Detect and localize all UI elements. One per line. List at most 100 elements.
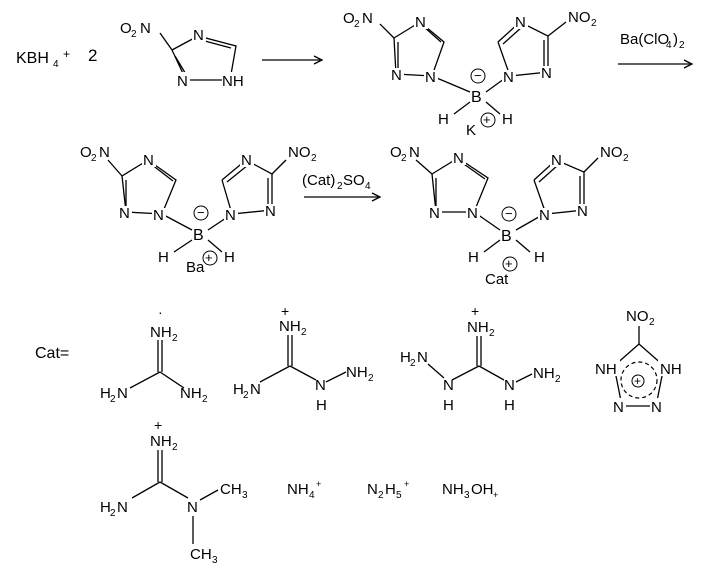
guanidinium-cation: · NH 2 H 2 N NH 2 <box>100 304 208 405</box>
atom-label: 2 <box>243 390 249 401</box>
atom-label: · <box>158 304 163 320</box>
atom-label: N <box>362 10 373 27</box>
atom-label: + <box>281 303 289 319</box>
atom-label: 2 <box>110 508 116 519</box>
atom-label: H <box>400 349 411 366</box>
stoich-coefficient: 2 <box>88 46 97 65</box>
atom-label: 2 <box>591 18 597 29</box>
atom-label: NH <box>150 433 172 450</box>
atom-label: N <box>467 205 478 222</box>
atom-label: 2 <box>354 19 360 30</box>
atom-label: O <box>80 144 92 161</box>
hydroxylammonium-cation: NH 3 OH + <box>442 481 498 501</box>
atom-label: N <box>453 150 464 167</box>
atom-label: O <box>390 144 402 161</box>
nitro-group: O <box>120 20 132 37</box>
atom-label: NH <box>279 318 301 335</box>
atom-label: Cat <box>485 271 509 288</box>
atom-label: NH <box>346 364 368 381</box>
atom-label: 2 <box>202 394 208 405</box>
atom-label: N <box>651 399 662 416</box>
nitrotetrazolium-cation: NO 2 + NH NH N N <box>595 308 682 416</box>
atom-label: 2 <box>172 442 178 453</box>
arrow-3-head <box>371 192 382 202</box>
atom-label: H <box>502 111 513 128</box>
atom-label: 2 <box>555 374 561 385</box>
atom-label: H <box>316 397 327 414</box>
atom-label: NH <box>287 481 309 498</box>
atom-label: + <box>493 490 498 500</box>
atom-label: NH <box>442 481 464 498</box>
atom-label: N <box>225 207 236 224</box>
atom-label: N <box>577 203 588 220</box>
atom-label: 2 <box>368 373 374 384</box>
arrow-2-head <box>683 59 694 69</box>
atom-label: N <box>367 481 378 498</box>
atom-label: N <box>187 499 198 516</box>
boron-atom: B <box>471 89 482 106</box>
atom-label: 2 <box>110 394 116 405</box>
atom-label: H <box>233 381 244 398</box>
atom-label: 2 <box>131 29 137 40</box>
atom-label: N <box>250 381 261 398</box>
atom-label: 3 <box>464 490 470 501</box>
atom-label: N <box>515 14 526 31</box>
atom-label: + <box>483 112 491 127</box>
atom-label: N <box>613 399 624 416</box>
atom-label: B <box>501 228 512 245</box>
atom-label: NH <box>150 324 172 341</box>
atom-label: K <box>466 122 476 139</box>
atom-label: O <box>343 10 355 27</box>
atom-label: 2 <box>311 153 317 164</box>
atom-label: N <box>140 20 151 37</box>
atom-label: NO <box>568 9 591 26</box>
atom-label: + <box>205 250 213 265</box>
atom-label: N <box>539 207 550 224</box>
dimethylguanidinium-cation: + NH 2 H 2 N N CH 3 CH 3 <box>100 417 248 566</box>
atom-label: H <box>504 397 515 414</box>
atom-label: + <box>404 479 409 489</box>
atom-label: NO <box>626 308 649 325</box>
atom-label: N <box>265 203 276 220</box>
reagent-kbh4: KBH 4 + 2 <box>16 46 97 70</box>
diaminoguanidinium-cation: + NH 2 H 2 N N H N H NH 2 <box>400 303 561 414</box>
atom-label: N <box>503 69 514 86</box>
atom-label: − <box>505 206 513 221</box>
ammonium-cation: NH 4 + <box>287 479 321 501</box>
atom-label: N <box>409 144 420 161</box>
kbh4-sub: 4 <box>53 59 59 70</box>
atom-label: N <box>241 152 252 169</box>
atom-label: + <box>154 417 162 433</box>
atom-label: B <box>193 227 204 244</box>
atom-label: + <box>634 374 641 388</box>
arrow-2-label: Ba(ClO <box>620 31 669 48</box>
atom-label: H <box>385 481 396 498</box>
atom-label: H <box>100 499 111 516</box>
atom-label: N <box>417 349 428 366</box>
atom-label: N <box>541 65 552 82</box>
aminoguanidinium-cation: + NH 2 H 2 N N H NH 2 <box>233 303 374 414</box>
atom-label: NH <box>533 365 555 382</box>
atom-label: N <box>99 144 110 161</box>
atom-label: NH <box>180 385 202 402</box>
atom-label: N <box>415 14 426 31</box>
atom-label: N <box>143 152 154 169</box>
kbh4-label: KBH <box>16 50 49 67</box>
hydrazinium-cation: N 2 H 5 + <box>367 479 409 501</box>
atom-label: N <box>193 27 204 44</box>
atom-label: 2 <box>401 153 407 164</box>
atom-label: H <box>100 385 111 402</box>
atom-label: N <box>425 69 436 86</box>
atom-label: NH <box>467 319 489 336</box>
atom-label: 2 <box>489 328 495 339</box>
atom-label: NH <box>660 361 682 378</box>
atom-label: H <box>443 397 454 414</box>
atom-label: N <box>117 499 128 516</box>
atom-label: 2 <box>172 333 178 344</box>
atom-label: CH <box>220 481 242 498</box>
atom-label: 2 <box>337 181 343 192</box>
atom-label: NO <box>288 144 311 161</box>
atom-label: + <box>505 256 513 271</box>
atom-label: + <box>471 303 479 319</box>
